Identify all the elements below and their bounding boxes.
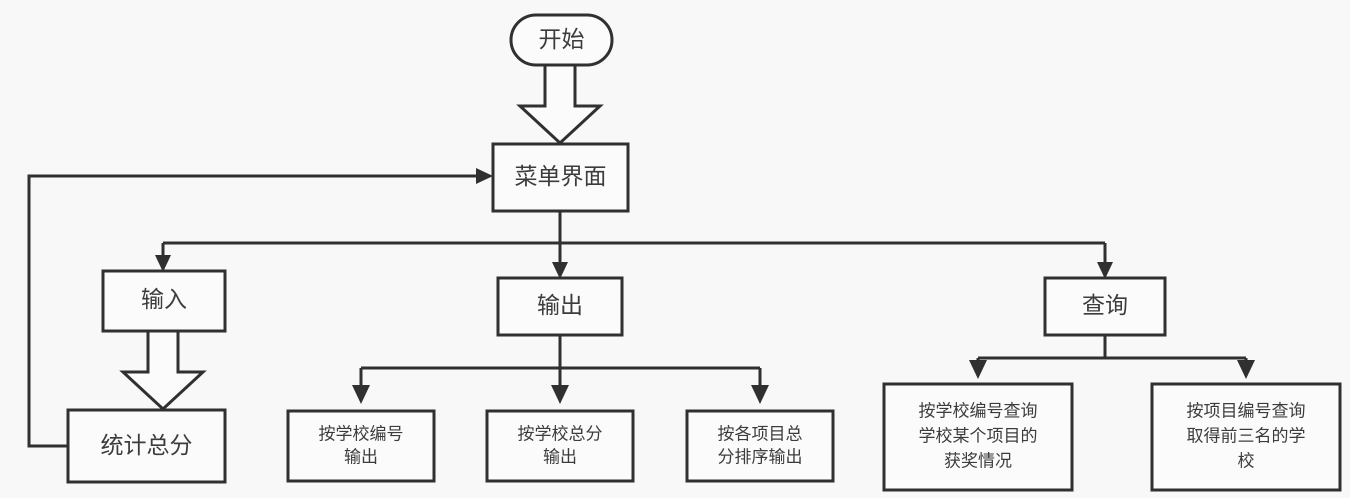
node-total-score[interactable]: 统计总分 xyxy=(66,408,227,484)
edge-total-score-to-menu xyxy=(27,168,493,448)
node-output[interactable]: 输出 xyxy=(496,276,624,337)
node-menu-label: 菜单界面 xyxy=(515,163,607,189)
node-query-event-top3-shape[interactable] xyxy=(1150,382,1342,492)
arrowhead-out-by-school-total xyxy=(551,385,569,404)
node-query[interactable]: 查询 xyxy=(1043,276,1167,337)
node-out-by-school-total[interactable]: 按学校总分 输出 xyxy=(485,409,635,483)
block-arrow-start-menu xyxy=(516,63,604,146)
arrowhead-query-school-event xyxy=(969,360,987,379)
node-start-label: 开始 xyxy=(539,26,585,52)
node-out-by-school-total-label-line1: 按学校总分 xyxy=(518,424,603,443)
node-menu-shape[interactable] xyxy=(491,142,630,213)
node-query-label: 查询 xyxy=(1082,292,1128,318)
block-arrow-input-total xyxy=(119,329,207,412)
node-query-event-top3[interactable]: 按项目编号查询 取得前三名的学 校 xyxy=(1150,382,1342,492)
node-out-by-event-rank[interactable]: 按各项目总 分排序输出 xyxy=(685,409,835,483)
node-out-by-school-id-label-line2: 输出 xyxy=(344,447,378,466)
edge-query-to-children xyxy=(969,335,1255,379)
edge-input-to-total-score xyxy=(119,329,207,412)
node-input-label: 输入 xyxy=(141,286,187,312)
node-start[interactable]: 开始 xyxy=(509,13,614,67)
node-query-shape[interactable] xyxy=(1043,276,1167,337)
node-query-school-event-shape[interactable] xyxy=(882,382,1074,492)
arrowhead-out-by-school-id xyxy=(352,385,370,404)
node-out-by-school-total-label-line2: 输出 xyxy=(543,447,577,466)
node-out-by-school-id[interactable]: 按学校编号 输出 xyxy=(286,409,436,483)
node-query-school-event-label-line1: 按学校编号查询 xyxy=(919,401,1038,420)
node-output-shape[interactable] xyxy=(496,276,624,337)
node-output-label: 输出 xyxy=(537,292,583,318)
node-menu[interactable]: 菜单界面 xyxy=(491,142,630,213)
arrowhead-query-event-top3 xyxy=(1237,360,1255,379)
node-query-school-event-label-line2: 学校某个项目的 xyxy=(919,426,1038,445)
node-out-by-school-id-label-line1: 按学校编号 xyxy=(319,424,404,443)
arrowhead-menu-feedback xyxy=(476,168,493,184)
edge-start-to-menu xyxy=(516,63,604,146)
node-query-event-top3-label-line2: 取得前三名的学 xyxy=(1187,426,1306,445)
node-query-school-event-label-line3: 获奖情况 xyxy=(944,451,1012,470)
node-query-event-top3-label-line3: 校 xyxy=(1238,451,1255,470)
node-start-shape[interactable] xyxy=(509,13,614,67)
node-input[interactable]: 输入 xyxy=(101,269,227,333)
edge-feedback-path xyxy=(27,174,480,448)
node-out-by-event-rank-shape[interactable] xyxy=(685,409,835,483)
node-out-by-event-rank-label-line2: 分排序输出 xyxy=(718,447,803,466)
node-total-score-label: 统计总分 xyxy=(101,432,193,458)
node-out-by-school-id-shape[interactable] xyxy=(286,409,436,483)
node-out-by-school-total-shape[interactable] xyxy=(485,409,635,483)
node-input-shape[interactable] xyxy=(101,269,227,333)
node-out-by-event-rank-label-line1: 按各项目总 xyxy=(718,424,803,443)
node-total-score-shape[interactable] xyxy=(66,408,227,484)
arrowhead-output xyxy=(552,262,568,279)
arrowhead-query xyxy=(1097,262,1113,279)
arrowhead-input xyxy=(155,255,171,272)
node-query-event-top3-label-line1: 按项目编号查询 xyxy=(1187,401,1306,420)
node-query-school-event[interactable]: 按学校编号查询 学校某个项目的 获奖情况 xyxy=(882,382,1074,492)
arrowhead-out-by-event-rank xyxy=(751,385,769,404)
edge-menu-to-branches xyxy=(155,211,1113,279)
edge-output-to-children xyxy=(352,335,769,404)
